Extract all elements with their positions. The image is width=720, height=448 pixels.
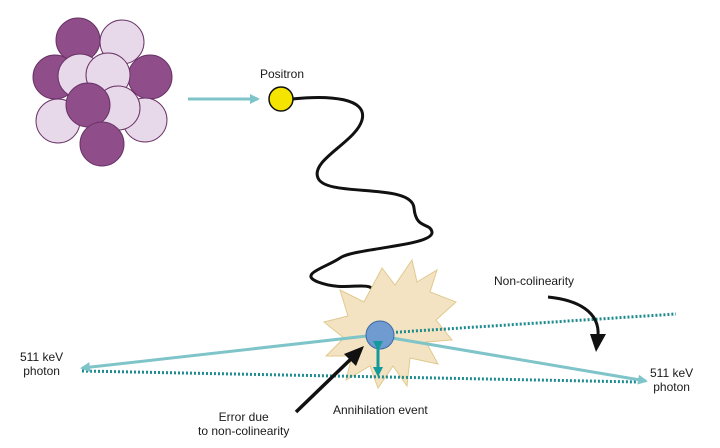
nucleon-dark	[127, 54, 173, 100]
nucleon-dark	[79, 121, 125, 167]
photon-left-word: photon	[23, 364, 60, 378]
error-label: Error due to non-colinearity	[198, 410, 289, 438]
photon-right-arrow	[385, 335, 648, 385]
nucleon-dark	[65, 82, 111, 128]
photon-left-arrow	[80, 333, 377, 373]
positron-label: Positron	[260, 67, 305, 81]
photon-right-label: 511 keV photon	[650, 366, 693, 394]
error-label-line2: to non-colinearity	[198, 424, 290, 438]
annihilation-event-label: Annihilation event	[333, 403, 428, 417]
non-colinearity-label: Non-colinearity	[494, 274, 575, 288]
photon-right-energy: 511 keV	[650, 366, 694, 380]
dotted-reference-upper	[383, 312, 677, 335]
annihilation-burst	[322, 258, 457, 390]
error-pointer-arrowhead	[344, 346, 364, 366]
non-colinearity-arrow	[547, 295, 600, 337]
photon-left-energy: 511 keV	[20, 350, 64, 364]
non-colinearity-arrowhead	[590, 334, 606, 352]
nucleus	[32, 17, 173, 167]
error-pointer-arrow	[294, 354, 356, 414]
error-label-line1: Error due	[218, 410, 269, 424]
positron	[268, 86, 294, 112]
dotted-reference-lower	[81, 369, 639, 384]
photon-right-word: photon	[653, 380, 690, 394]
annihilation-point	[365, 320, 395, 350]
photon-left-label: 511 keV photon	[20, 350, 63, 378]
